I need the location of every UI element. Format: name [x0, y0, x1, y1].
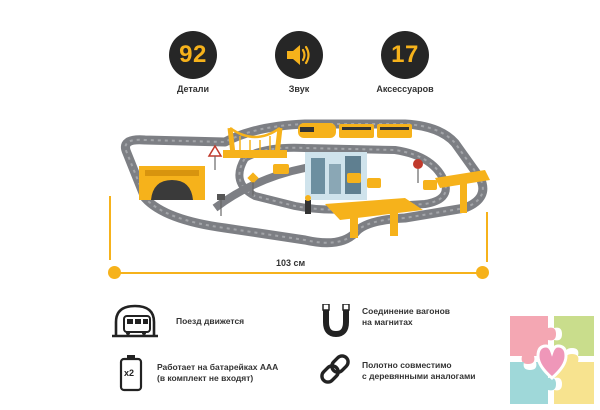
feature-battery-line1: Работает на батарейках AAA [157, 362, 279, 372]
feature-train-moves-text: Поезд движется [176, 316, 245, 326]
width-dimension-end [476, 266, 489, 279]
feature-compatible-line1: Полотно совместимо [362, 360, 452, 370]
feature-battery-text: Работает на батарейках AAA (в комплект н… [157, 362, 278, 384]
train-icon [112, 304, 158, 338]
feature-compatible-line2: с деревянными аналогами [362, 371, 476, 381]
width-dimension-line [114, 272, 482, 274]
battery-icon [119, 355, 143, 392]
chain-link-icon [320, 354, 350, 384]
magnet-icon [322, 304, 350, 338]
feature-magnet-line1: Соединение вагонов [362, 306, 451, 316]
stat-sound-label: Звук [288, 84, 310, 94]
stat-parts-value: 92 [179, 41, 207, 68]
stat-sound-badge [275, 31, 323, 79]
stat-parts-badge: 92 [169, 31, 217, 79]
stat-accessories-value: 17 [391, 41, 419, 68]
feature-magnet-text: Соединение вагонов на магнитах [362, 306, 450, 328]
stat-parts-label: Детали [176, 84, 210, 94]
stat-accessories-badge: 17 [381, 31, 429, 79]
battery-count-badge: x2 [124, 368, 135, 378]
height-dimension-right [486, 212, 488, 262]
speaker-icon [287, 45, 310, 65]
width-dimension-label: 103 см [276, 258, 306, 268]
feature-compatible-text: Полотно совместимо с деревянными аналога… [362, 360, 475, 382]
train-set-illustration [121, 119, 490, 248]
feature-battery-line2: (в комплект не входят) [157, 373, 254, 383]
height-dimension-left [109, 196, 111, 260]
puzzle-heart-logo [510, 316, 594, 404]
stat-accessories-label: Аксессуаров [376, 84, 434, 94]
feature-magnet-line2: на магнитах [362, 317, 413, 327]
width-dimension-start [108, 266, 121, 279]
